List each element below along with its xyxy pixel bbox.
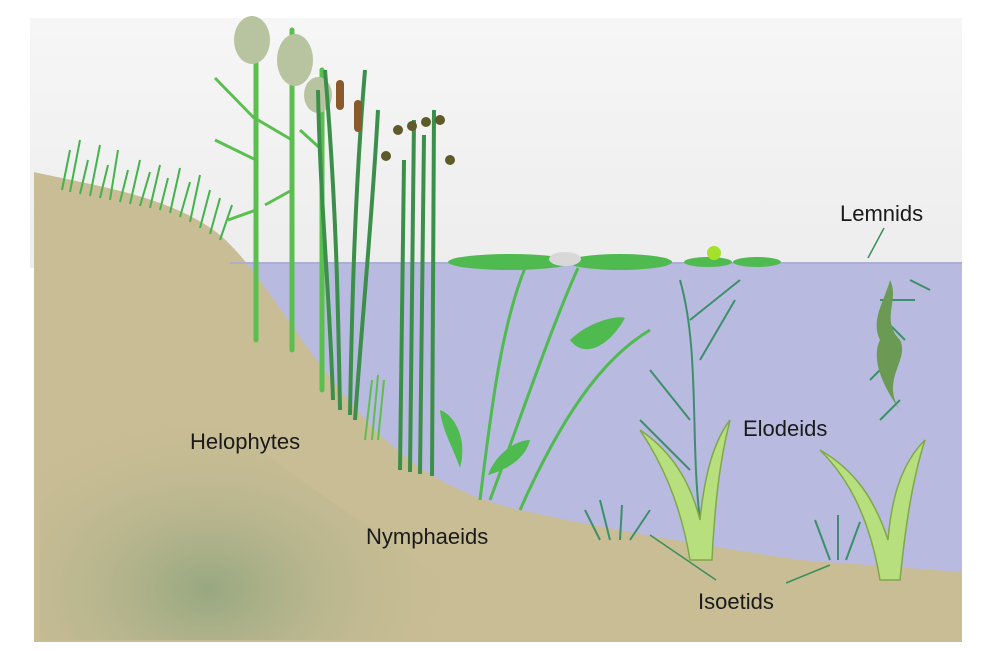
label-lemnids: Lemnids [840, 201, 923, 227]
label-nymphaeids: Nymphaeids [366, 524, 488, 550]
label-helophytes: Helophytes [190, 429, 300, 455]
spatterdock-flower [707, 246, 721, 260]
water-lily-flower [549, 252, 581, 266]
label-isoetids: Isoetids [698, 589, 774, 615]
label-elodeids: Elodeids [743, 416, 827, 442]
